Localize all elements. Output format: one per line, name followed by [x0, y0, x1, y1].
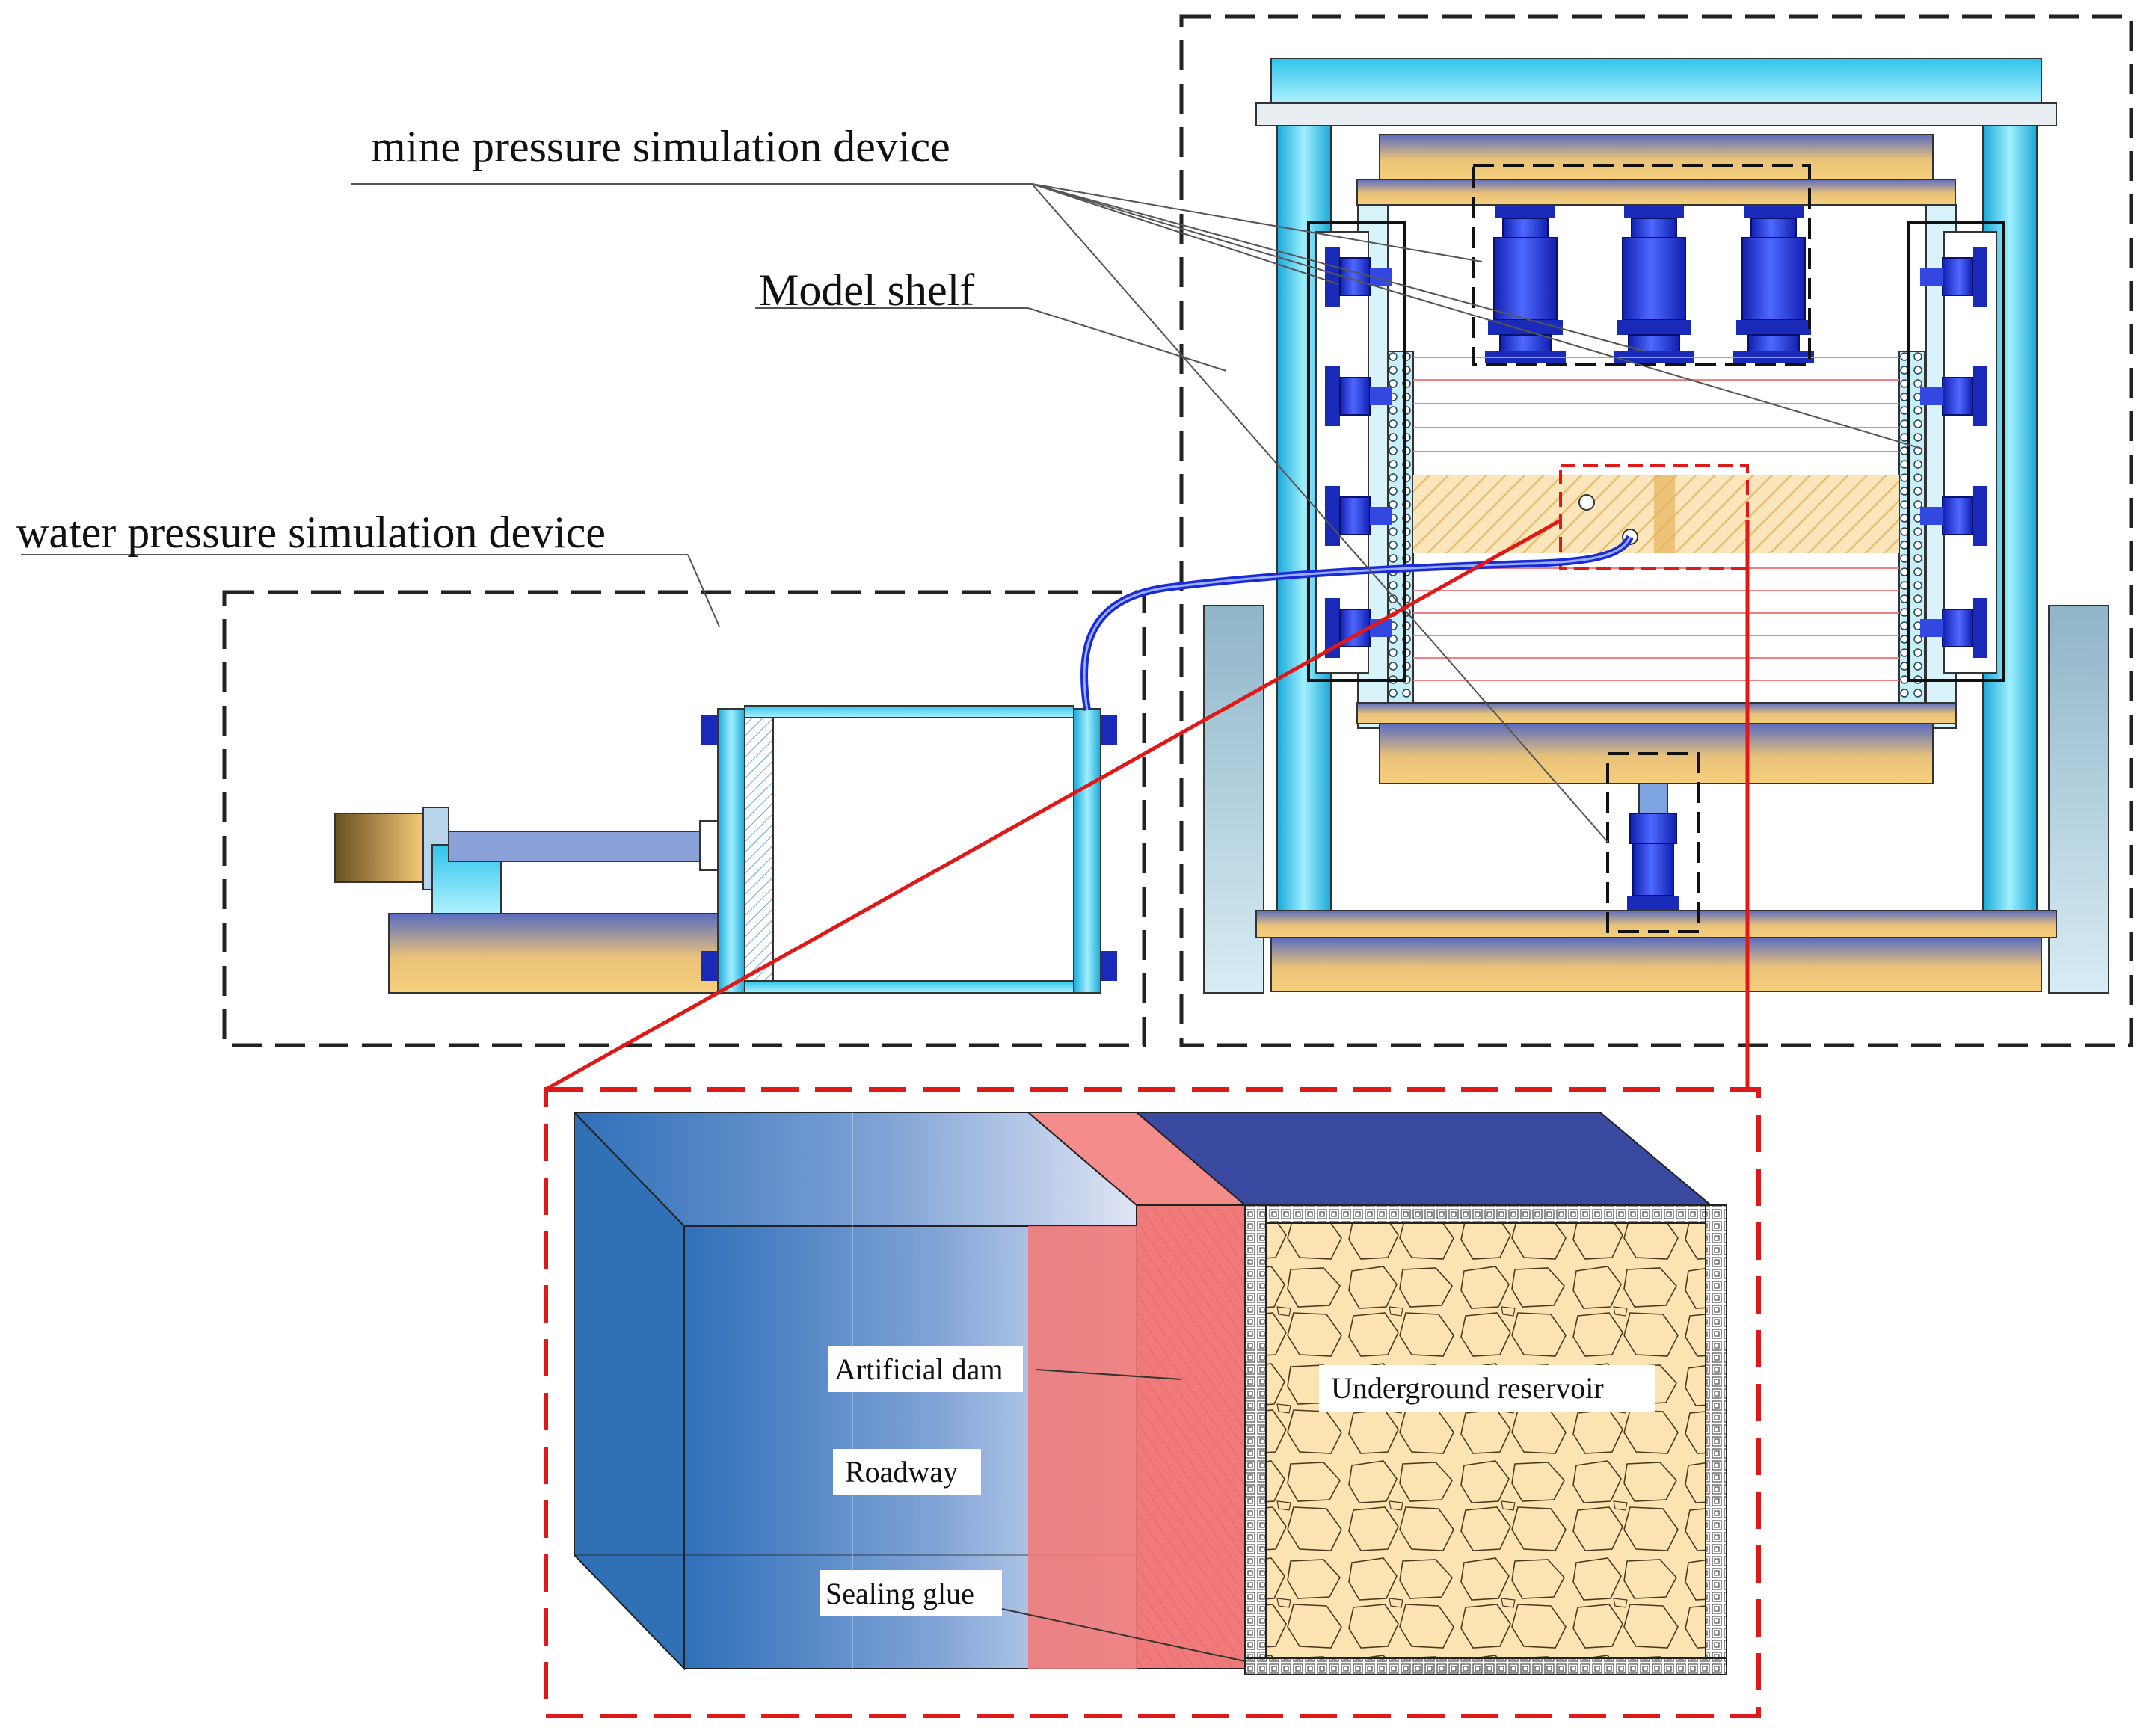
- pump-base: [388, 913, 726, 994]
- base-beam: [1270, 937, 2042, 992]
- bottom-jack-box: [1606, 752, 1700, 933]
- cylinder-left-flange: [717, 708, 745, 994]
- base-flange: [1255, 910, 2057, 938]
- right-support: [2048, 605, 2109, 994]
- label-artificial-dam: Artificial dam: [834, 1352, 1003, 1386]
- motor-icon: [334, 813, 424, 883]
- top-flange: [1255, 102, 2057, 126]
- zoom-region-box: [1559, 464, 1749, 570]
- label-sealing-glue: Sealing glue: [825, 1577, 974, 1610]
- leader-lines: [21, 183, 1922, 843]
- zoom-line-left: [544, 518, 1562, 1092]
- left-perforated-plate: [1387, 351, 1414, 726]
- sealing-glue-left: [1244, 1204, 1267, 1669]
- cylinder-right-flange: [1073, 708, 1101, 994]
- upper-loading-beam: [1379, 134, 1934, 180]
- reservoir-front-face: [1265, 1222, 1706, 1659]
- dam-front-face: [1136, 1204, 1246, 1669]
- left-jacks-box: [1307, 221, 1406, 682]
- label-underground-reservoir: Underground reservoir: [1331, 1371, 1604, 1405]
- apparatus-dashed-box: [1179, 14, 2133, 1047]
- left-side-jacks: [1315, 231, 1393, 674]
- hydraulic-jack-icon: [1733, 204, 1815, 364]
- water-device-dashed-box: [222, 590, 1146, 1047]
- right-perforated-plate: [1898, 351, 1925, 726]
- hydraulic-jack-icon: [1613, 204, 1695, 364]
- label-model-shelf: Model shelf: [759, 265, 974, 315]
- label-water-pressure: water pressure simulation device: [16, 508, 606, 557]
- piston-rod: [448, 831, 704, 862]
- label-mine-pressure: mine pressure simulation device: [371, 122, 950, 171]
- bottom-jack: [1627, 783, 1679, 911]
- label-roadway: Roadway: [845, 1455, 958, 1489]
- piston-plate: [744, 711, 774, 991]
- right-jacks-box: [1907, 221, 2005, 682]
- lower-plate: [1356, 702, 1956, 724]
- top-beam: [1270, 58, 2042, 104]
- sealing-glue-bottom: [1244, 1657, 1727, 1675]
- top-jacks-box: [1472, 164, 1811, 366]
- left-support: [1203, 605, 1264, 994]
- water-pressure-apparatus: [222, 590, 1146, 1047]
- mine-pressure-apparatus: [1179, 14, 2133, 1047]
- water-chamber: [772, 717, 1074, 982]
- upper-plate: [1356, 179, 1956, 206]
- right-side-jacks: [1919, 231, 1997, 674]
